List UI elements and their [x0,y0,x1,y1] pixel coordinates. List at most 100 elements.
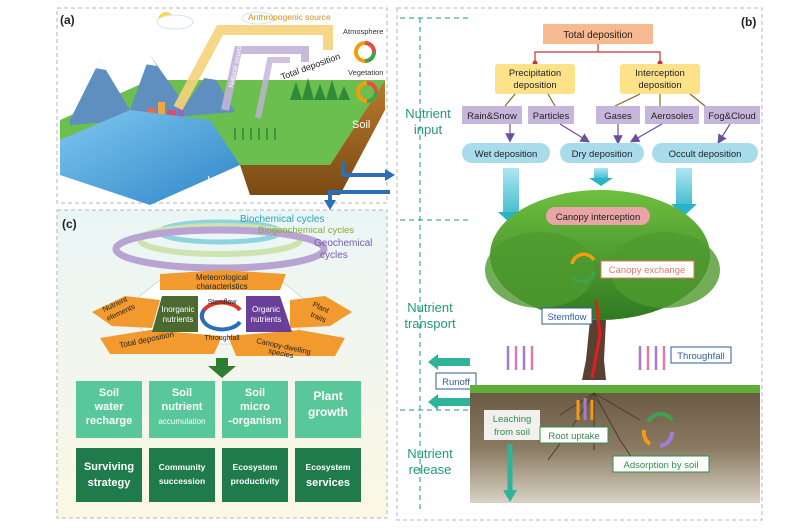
source-text: Aerosoles [651,111,693,122]
total-deposition-label: Total deposition [279,51,341,82]
precipitation-text-1: Precipitation [509,68,561,79]
dry-deposition-arrow [589,168,613,186]
meteorological-label-2: characteristics [196,282,247,291]
connector-arrowhead-to-c [324,200,336,210]
panel-a-label: (a) [60,13,75,27]
effect-text: accumulation [158,417,205,426]
stemflow-center-label: Stemflow [208,299,238,306]
total-deposition-text: Total deposition [563,30,633,41]
stemflow-text: Stemflow [547,312,586,323]
water-label: Water [205,173,239,194]
biogeochemical-label: Biogeochemical cycles [258,225,354,236]
runoff-arrow [428,354,470,370]
stage-input-1: Nutrient [405,106,451,121]
geochemical-ring [112,226,328,272]
inorganic-label-1: Inorganic [162,305,195,314]
source-box [645,106,699,124]
source-box [704,106,760,124]
runoff-text: Runoff [442,377,470,388]
effect-text: -organism [228,415,281,427]
geochemical-label-1: Geochemical [314,238,372,249]
source-box [528,106,574,124]
effect-tile [76,381,142,438]
crop-field [234,128,276,140]
total-deposition-band [100,330,222,354]
source-box [462,106,522,124]
connector-arrow-to-c [328,190,390,200]
adsorption-text: Adsorption by soil [624,460,699,471]
source-text: Rain&Snow [467,111,517,122]
source-text: Particles [533,111,570,122]
effect-text: Soil [99,387,119,399]
throughfall-arrows-right [638,346,666,370]
soil-label: Soil [352,119,370,131]
effect-tile [222,381,288,438]
tree-canopy-left [485,232,595,308]
stage-transport-1: Nutrient [407,300,453,315]
snow-cap [204,70,217,80]
anthropogenic-label: Anthropogenic source [248,12,331,22]
canopy-exchange-box [600,260,695,279]
panel-b-label: (b) [741,15,756,29]
inorganic-box [152,296,198,332]
effect-text: Soil [172,387,192,399]
stage-release-1: Nutrient [407,446,453,461]
source-box [596,106,640,124]
organic-label-2: nutrients [251,315,282,324]
cloud-icon [156,14,194,30]
source-text: Fog&Cloud [708,111,756,122]
occult-deposition-arrow [671,168,697,216]
deposition-arrows [505,123,731,145]
canopy-dwelling-band [228,330,345,356]
effect-text: Ecosystem [306,462,351,472]
anthropogenic-arrow [173,25,333,111]
adsorption-cycle-icon [641,412,675,448]
biochemical-label: Biochemical cycles [240,214,324,225]
effect-text: Plant [313,389,342,403]
connector-arrowhead-to-b [385,169,395,181]
meteorological-label-1: Meteorological [196,273,248,282]
soil-side [240,80,385,195]
leaching-text-1: Leaching [493,414,532,425]
effect-text: productivity [231,476,280,486]
effect-tile [76,448,142,502]
snow-cap [95,60,106,70]
leaching-arrowhead [503,490,517,502]
leaching-text-2: from soil [494,427,530,438]
effect-text: succession [159,476,205,486]
down-arrow-icon [208,358,236,378]
nutrient-elements-band [92,296,160,328]
effect-text: services [306,477,350,489]
stage-release-2: release [409,462,452,477]
effects-row-2: Surviving strategy Community succession … [76,448,361,502]
canopy-interception-pill [546,207,650,225]
root-uptake-text: Root uptake [548,431,599,442]
throughfall-arrows-left [506,346,534,370]
stemflow-box [541,307,593,325]
interception-text-1: Interception [635,68,685,79]
canopy-interception-text: Canopy interception [556,212,641,223]
source-connectors [504,93,706,107]
deposition-pill [560,143,644,163]
interception-text-2: deposition [638,80,681,91]
effect-tile [295,448,361,502]
root-uptake-arrows [576,398,594,420]
forest [290,78,350,100]
precipitation-text-2: deposition [513,80,556,91]
runoff-arrow-2 [428,394,470,410]
effect-text: water [94,401,124,413]
effect-tile [222,448,288,502]
deposition-pill [462,143,550,163]
atmosphere-label: Atmosphere [343,27,383,36]
geochemical-label-2: cycles [320,250,348,261]
root-uptake-box [539,426,609,444]
effect-tile [149,448,215,502]
soil-profile [470,393,760,503]
organic-label-1: Organic [252,305,280,314]
hierarchy-lines-top [534,44,661,62]
effect-tile [149,381,215,438]
plant-traits-band [290,296,352,328]
effect-tile [295,381,361,438]
throughfall-box [670,346,732,364]
